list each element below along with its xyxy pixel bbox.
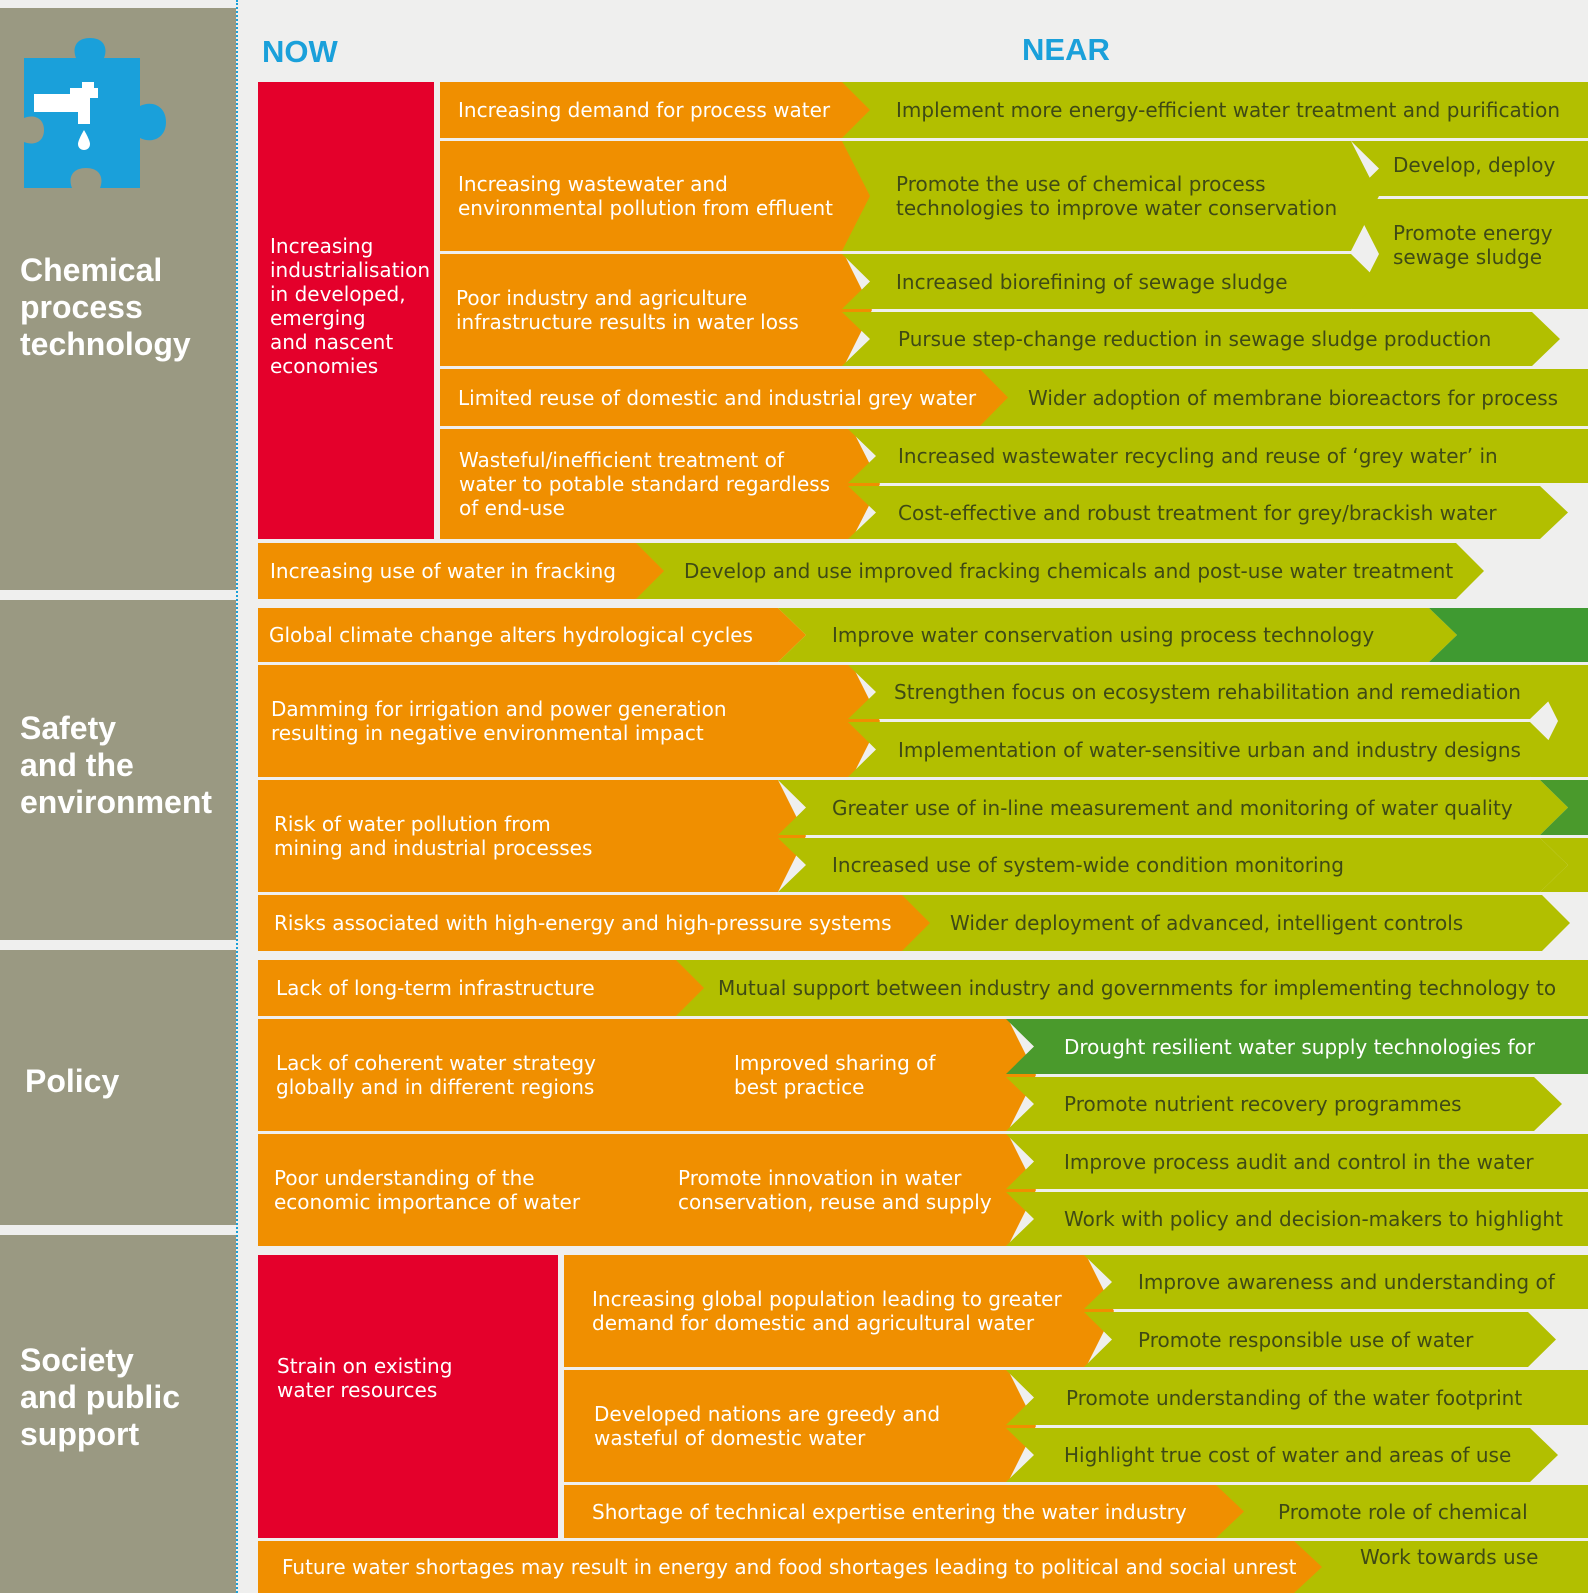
band-safety-environment [0, 600, 236, 940]
action-controls: Wider deployment of advanced, intelligen… [902, 895, 1570, 951]
column-header-now: NOW [262, 34, 338, 69]
action-chem-role: Promote role of chemical [1216, 1485, 1588, 1538]
challenge-process-water: Increasing demand for process water [440, 82, 872, 138]
timeline-divider [236, 0, 238, 1593]
section-label-safety-environment: Safety and the environment [20, 710, 213, 820]
challenge-strategy: Lack of coherent water strategy globally… [258, 1019, 706, 1131]
challenge-wastewater: Increasing wastewater and environmental … [440, 141, 872, 251]
action-brackish: Cost-effective and robust treatment for … [848, 486, 1568, 539]
challenge-pollution-risk: Risk of water pollution from mining and … [258, 780, 806, 892]
action-membrane: Wider adoption of membrane bioreactors f… [980, 369, 1588, 426]
challenge-infrastructure-loss: Poor industry and agriculture infrastruc… [440, 254, 872, 366]
action-inline: Greater use of in-line measurement and m… [778, 780, 1568, 835]
challenge-climate: Global climate change alters hydrologica… [258, 608, 806, 662]
action-chem-process: Promote the use of chemical process tech… [842, 141, 1379, 251]
challenge-unrest: Future water shortages may result in ene… [258, 1541, 1324, 1593]
action-awareness: Improve awareness and understanding of [1084, 1255, 1588, 1309]
challenge-high-energy: Risks associated with high-energy and hi… [258, 895, 932, 951]
action-responsible: Promote responsible use of water [1084, 1312, 1556, 1367]
section-label-policy: Policy [25, 1063, 120, 1099]
driver-strain: Strain on existing water resources [258, 1255, 558, 1538]
action-sludge-reduction: Pursue step-change reduction in sewage s… [842, 312, 1560, 366]
challenge-fracking: Increasing use of water in fracking [258, 543, 666, 599]
challenge-grey-water: Limited reuse of domestic and industrial… [440, 369, 1011, 426]
challenge-greedy: Developed nations are greedy and wastefu… [564, 1370, 1036, 1482]
action-condition: Increased use of system-wide condition m… [778, 838, 1568, 892]
action-true-cost: Highlight true cost of water and areas o… [1006, 1428, 1558, 1482]
action-audit: Improve process audit and control in the… [1006, 1134, 1588, 1189]
challenge-damming: Damming for irrigation and power generat… [258, 665, 880, 777]
section-label-chemical-process: Chemical process technology [20, 252, 191, 362]
action-biorefining: Increased biorefining of sewage sludge [842, 254, 1379, 309]
action-use: Work towards use [1294, 1541, 1588, 1593]
section-label-society: Society and public support [20, 1342, 180, 1452]
action-nutrient: Promote nutrient recovery programmes [1006, 1077, 1562, 1131]
action-fracking-chem: Develop and use improved fracking chemic… [636, 543, 1484, 599]
action-footprint: Promote understanding of the water footp… [1006, 1370, 1588, 1425]
band-policy [0, 950, 236, 1225]
action-mutual: Mutual support between industry and gove… [676, 960, 1588, 1016]
challenge-long-term: Lack of long-term infrastructure [258, 960, 706, 1016]
action-ecosystem: Strengthen focus on ecosystem rehabilita… [848, 665, 1558, 719]
action-urban: Implementation of water-sensitive urban … [848, 722, 1558, 777]
challenge-population: Increasing global population leading to … [564, 1255, 1114, 1367]
challenge-wasteful-treatment: Wasteful/inefficient treatment of water … [440, 429, 880, 539]
column-header-near: NEAR [1022, 32, 1110, 67]
challenge-economic: Poor understanding of the economic impor… [258, 1134, 652, 1246]
challenge-expertise: Shortage of technical expertise entering… [564, 1485, 1246, 1538]
action-sharing: Improved sharing of best practice [676, 1019, 1036, 1131]
action-recycling: Increased wastewater recycling and reuse… [848, 429, 1588, 483]
action-conservation: Improve water conservation using process… [778, 608, 1457, 662]
action-promote-energy: Promote energy sewage sludge [1351, 199, 1588, 309]
puzzle-tap-icon [24, 38, 166, 188]
action-develop-deploy: Develop, deploy [1351, 141, 1588, 196]
action-innovation: Promote innovation in water conservation… [622, 1134, 1036, 1246]
action-drought: Drought resilient water supply technolog… [1006, 1019, 1588, 1074]
action-energy-efficient: Implement more energy-efficient water tr… [842, 82, 1588, 138]
band-society [0, 1235, 236, 1593]
driver-industrialisation: Increasing industrialisation in develope… [258, 82, 434, 539]
action-ecosystem-tail [1530, 665, 1588, 777]
action-policy-makers: Work with policy and decision-makers to … [1006, 1192, 1588, 1246]
